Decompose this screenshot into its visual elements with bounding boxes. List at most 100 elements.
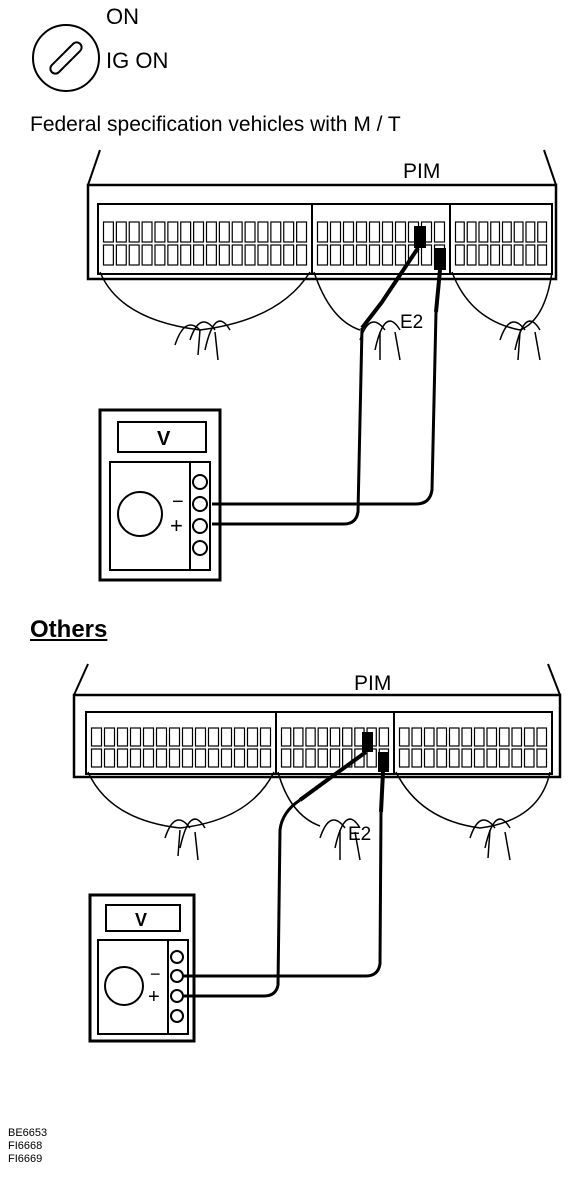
diagram2-harness-middle [277, 771, 321, 827]
diagram1-harness-middle [313, 271, 361, 331]
diagram1-pim-label: PIM [403, 160, 440, 183]
connector-pin [142, 727, 155, 747]
connector-pin [103, 748, 116, 768]
connector-pin [220, 748, 233, 768]
connector-pin [181, 727, 194, 747]
diagram1-connector-left [97, 203, 313, 275]
connector-pin [103, 727, 116, 747]
diagram1-connector-middle [311, 203, 451, 275]
figure-code: FI6669 [8, 1153, 43, 1165]
connector-pin [180, 221, 192, 243]
diagram2-terminal-plus [170, 989, 184, 1003]
connector-pin [102, 221, 114, 243]
diagram2-harness-left [87, 771, 275, 829]
connector-pin [116, 748, 129, 768]
connector-pin [180, 244, 192, 266]
connector-pin [129, 748, 142, 768]
connector-pin [168, 727, 181, 747]
connector-pin [115, 221, 127, 243]
connector-pin [316, 244, 329, 266]
connector-pin [513, 244, 524, 266]
connector-pin [90, 748, 103, 768]
connector-pin [231, 244, 243, 266]
connector-pin [128, 221, 140, 243]
diagram1-meter-unit: V [157, 428, 171, 450]
connector-pin [220, 727, 233, 747]
diagram2-e2-label: E2 [348, 824, 371, 845]
diagram1-ecu-wiring: PIM E2 V − + [86, 149, 558, 582]
connector-pin [525, 244, 536, 266]
diagram1-terminal-plus [192, 518, 208, 534]
connector-pin [168, 748, 181, 768]
connector-pin [423, 748, 435, 768]
connector-pin [398, 748, 410, 768]
connector-pin [296, 244, 308, 266]
connector-pin [466, 244, 477, 266]
diagram2-voltmeter-display [105, 904, 181, 932]
diagram2-terminal-minus [170, 969, 184, 983]
connector-pin [141, 244, 153, 266]
connector-pin [293, 748, 304, 768]
ignition-ig-on-label: IG ON [106, 48, 169, 73]
connector-pin [461, 727, 473, 747]
connector-pin [270, 244, 282, 266]
connector-pin [342, 727, 353, 747]
connector-pin [317, 727, 328, 747]
connector-pin [461, 748, 473, 768]
connector-pin [329, 748, 341, 768]
diagram2-voltmeter-dial [104, 966, 144, 1006]
diagram1-plus-sign: + [170, 513, 183, 538]
connector-pin [433, 221, 446, 243]
connector-pin [398, 727, 410, 747]
connector-pin [342, 221, 355, 243]
connector-pin [316, 221, 329, 243]
diagram1-terminal-4 [192, 540, 208, 556]
diagram1-voltmeter-display [117, 421, 207, 453]
connector-pin [490, 244, 501, 266]
connector-pin [420, 244, 433, 266]
connector-pin [436, 727, 448, 747]
connector-pin [116, 727, 129, 747]
connector-pin [244, 244, 256, 266]
connector-pin [142, 748, 155, 768]
connector-pin [423, 727, 435, 747]
diagram2-connector-right [393, 711, 553, 775]
connector-pin [329, 244, 342, 266]
connector-pin [486, 727, 498, 747]
connector-pin [537, 221, 548, 243]
connector-pin [536, 727, 548, 747]
diagram2-heading: Others [30, 616, 108, 643]
connector-pin [498, 727, 510, 747]
connector-pin [378, 727, 390, 747]
diagram1-terminal-minus [192, 496, 208, 512]
connector-pin [205, 221, 217, 243]
connector-pin [233, 748, 246, 768]
connector-pin [329, 221, 342, 243]
diagram2-ecu-housing [72, 693, 562, 779]
connector-pin [280, 727, 292, 747]
connector-pin [244, 221, 256, 243]
connector-pin [283, 244, 295, 266]
connector-pin [246, 748, 259, 768]
connector-pin [293, 727, 304, 747]
connector-pin [181, 748, 194, 768]
connector-pin [280, 748, 292, 768]
connector-pin [259, 727, 272, 747]
connector-pin [233, 727, 246, 747]
connector-pin [523, 748, 535, 768]
connector-pin [257, 244, 269, 266]
connector-pin [473, 727, 485, 747]
diagram1-connector-right [449, 203, 553, 275]
diagram1-terminal-1 [192, 474, 208, 490]
diagram1-ecu-housing [86, 183, 558, 281]
diagram2-probe-pim [298, 750, 368, 802]
connector-pin [167, 221, 179, 243]
diagram1-voltmeter-dial [117, 491, 163, 537]
connector-pin [207, 727, 220, 747]
connector-pin [167, 244, 179, 266]
connector-pin [523, 727, 535, 747]
connector-pin [448, 727, 460, 747]
connector-pin [394, 221, 407, 243]
connector-pin [490, 221, 501, 243]
connector-pin [155, 727, 168, 747]
